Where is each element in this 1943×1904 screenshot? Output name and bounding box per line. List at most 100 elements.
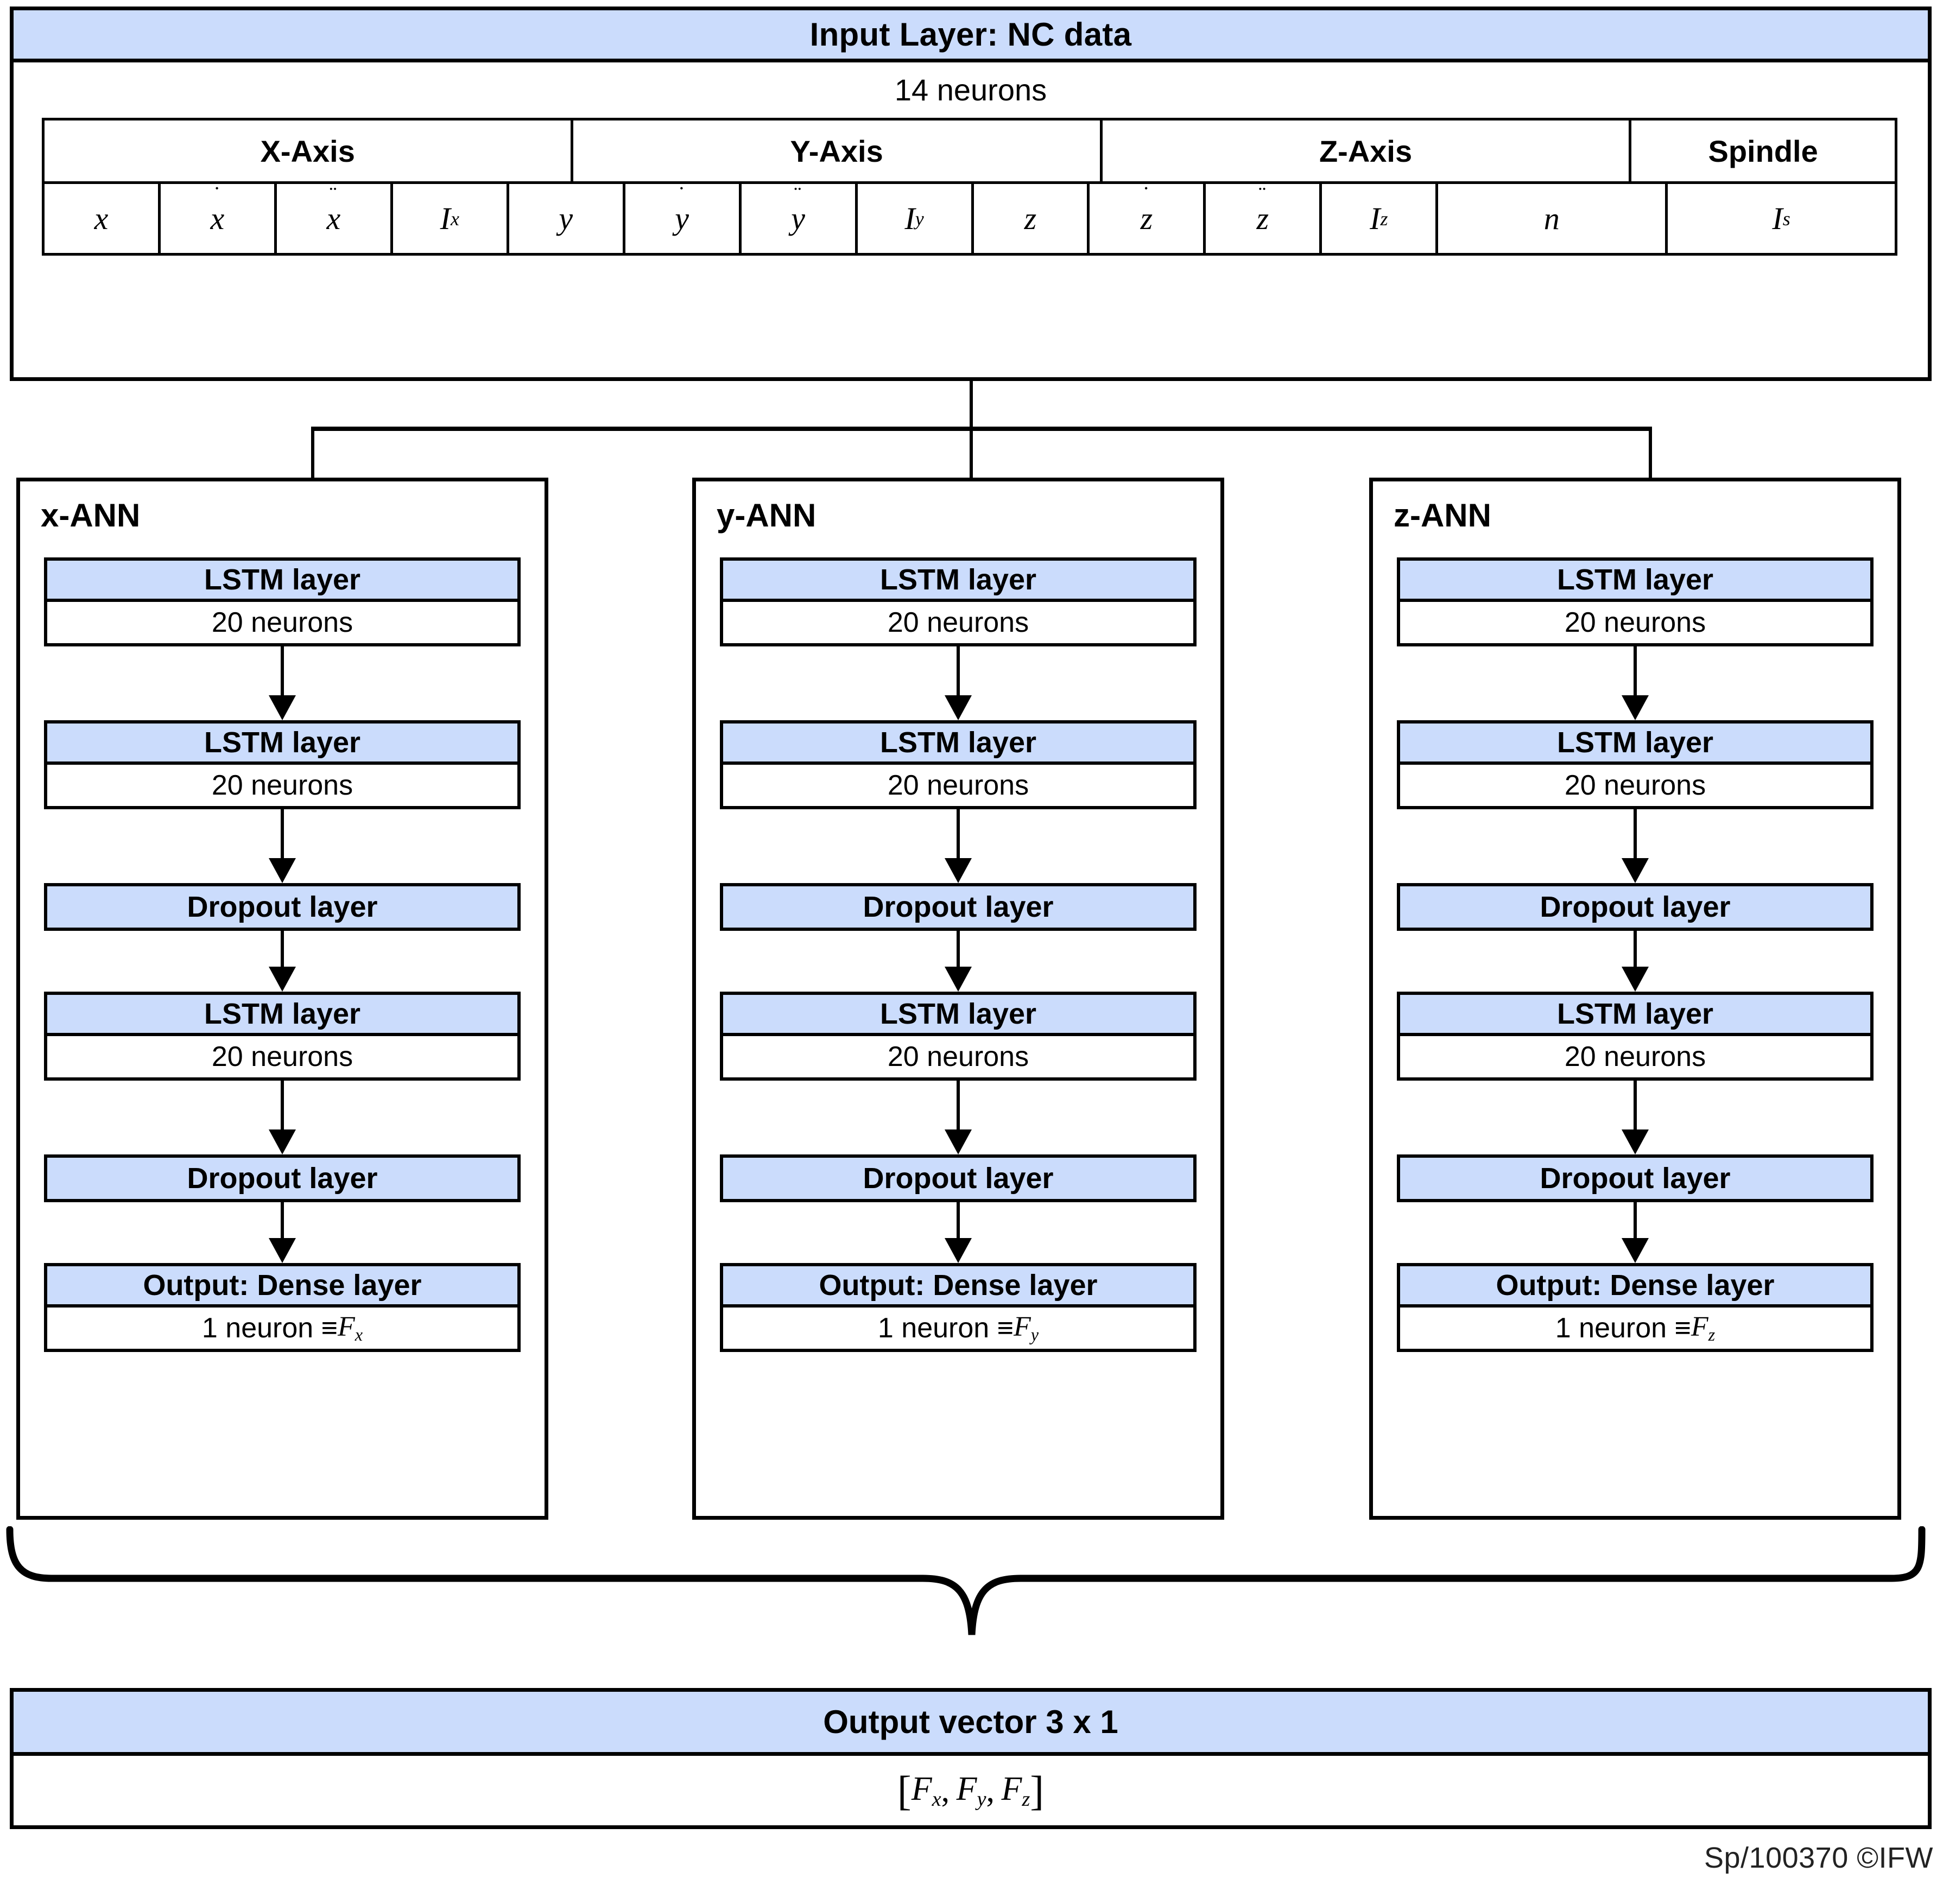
derivative-dots: ¨ — [794, 182, 802, 207]
layer-connector-arrow — [269, 967, 296, 992]
variable-glyph: x¨ — [326, 182, 341, 236]
layer-connector-arrow — [945, 1129, 972, 1154]
derivative-dots: ¨ — [329, 182, 338, 207]
layer-block-dropout-layer-5: Dropout layer — [44, 1154, 521, 1202]
layer-connector-arrow — [269, 858, 296, 883]
variable-subscript: y — [915, 207, 924, 230]
axis-group-x-axis: X-Axis — [45, 120, 574, 181]
layer-connector-line — [1634, 931, 1637, 968]
input-variable-y-dot: y˙ — [625, 182, 742, 253]
layer-name-label: Output: Dense layer — [723, 1266, 1193, 1308]
vector-component-y: Fy — [956, 1770, 986, 1811]
input-layer-title: Input Layer: NC data — [14, 10, 1928, 62]
axis-group-row: X-Axis Y-Axis Z-Axis Spindle — [45, 120, 1895, 184]
layer-connector-line — [957, 646, 960, 696]
layer-connector-arrow — [1622, 695, 1649, 720]
variable-glyph: y — [559, 201, 573, 236]
variable-glyph: y¨ — [791, 182, 805, 236]
input-layer-neuron-count: 14 neurons — [894, 72, 1047, 107]
variable-glyph: z˙ — [1140, 182, 1153, 236]
output-vector-value: [Fx, Fy, Fz] — [14, 1756, 1928, 1825]
layer-name-label: LSTM layer — [47, 561, 517, 602]
force-symbol: Fz — [1691, 1311, 1716, 1345]
layer-detail-label: 20 neurons — [1564, 607, 1706, 638]
variable-glyph: x˙ — [210, 182, 225, 236]
layer-connector-line — [957, 1081, 960, 1131]
layer-connector-line — [1634, 1081, 1637, 1131]
layer-connector-arrow — [945, 858, 972, 883]
layer-connector-arrow — [269, 1238, 296, 1263]
input-variable-x: x — [45, 184, 161, 253]
layer-name-label: Dropout layer — [1400, 886, 1870, 928]
layer-connector-arrow — [945, 695, 972, 720]
layer-name-label: Dropout layer — [1400, 1158, 1870, 1199]
output-vector-box: Output vector 3 x 1 [Fx, Fy, Fz] — [10, 1688, 1932, 1829]
bus-horizontal-line — [311, 427, 1652, 431]
variable-glyph: n — [1543, 201, 1560, 236]
vector-component-z: Fz — [1001, 1770, 1030, 1811]
variable-subscript: s — [1782, 207, 1790, 230]
layer-connector-line — [1634, 809, 1637, 859]
force-symbol: Fx — [338, 1311, 363, 1345]
variable-glyph: I — [1772, 201, 1783, 236]
layer-name-label: LSTM layer — [47, 995, 517, 1036]
branch-title-y-ann: y-ANN — [717, 497, 817, 534]
variable-subscript: x — [450, 207, 459, 230]
merge-brace — [6, 1526, 1926, 1635]
variable-glyph: x — [94, 201, 109, 236]
input-variable-z-ddot: z¨ — [1206, 183, 1322, 253]
layer-name-label: LSTM layer — [1400, 561, 1870, 602]
layer-name-label: LSTM layer — [723, 995, 1193, 1036]
layer-block-dropout-layer-3: Dropout layer — [1397, 883, 1874, 931]
derivative-dots: ˙ — [213, 182, 222, 207]
input-variable-y-ddot: y¨ — [742, 182, 858, 253]
output-vector-title: Output vector 3 x 1 — [14, 1692, 1928, 1756]
layer-name-label: Dropout layer — [723, 886, 1193, 928]
layer-connector-arrow — [1622, 858, 1649, 883]
layer-connector-line — [281, 931, 284, 968]
input-variable-z: z — [974, 184, 1090, 253]
axis-group-label: Spindle — [1708, 134, 1818, 168]
variable-glyph: I — [904, 201, 915, 236]
axis-group-y-axis: Y-Axis — [573, 120, 1103, 181]
axis-group-label: Y-Axis — [790, 134, 883, 168]
input-variable-x-ddot: x¨ — [277, 182, 393, 253]
layer-name-label: LSTM layer — [1400, 995, 1870, 1036]
layer-detail-label: 20 neurons — [211, 770, 353, 801]
layer-connector-arrow — [1622, 1238, 1649, 1263]
layer-detail-label: 20 neurons — [887, 770, 1029, 801]
vector-separator: , — [986, 1772, 1002, 1809]
variable-glyph: I — [1370, 201, 1381, 236]
layer-name-label: Dropout layer — [723, 1158, 1193, 1199]
input-variable-n: n — [1438, 184, 1668, 253]
layer-detail-label: 20 neurons — [1564, 770, 1706, 801]
layer-name-label: Output: Dense layer — [1400, 1266, 1870, 1308]
axis-group-label: Z-Axis — [1319, 134, 1413, 168]
layer-connector-arrow — [269, 695, 296, 720]
variable-glyph: z — [1024, 201, 1037, 236]
layer-block-dropout-layer-3: Dropout layer — [720, 883, 1197, 931]
derivative-dots: ˙ — [678, 182, 686, 207]
layer-connector-line — [281, 1081, 284, 1131]
layer-block-lstm-layer-1: LSTM layer 20 neurons — [1397, 557, 1874, 646]
force-symbol: Fy — [1014, 1311, 1039, 1345]
variable-glyph: y˙ — [675, 182, 689, 236]
layer-detail-label: 1 neuron ≡ Fy — [877, 1311, 1039, 1345]
layer-connector-line — [1634, 646, 1637, 696]
branch-title-x-ann: x-ANN — [41, 497, 141, 534]
layer-connector-line — [957, 809, 960, 859]
